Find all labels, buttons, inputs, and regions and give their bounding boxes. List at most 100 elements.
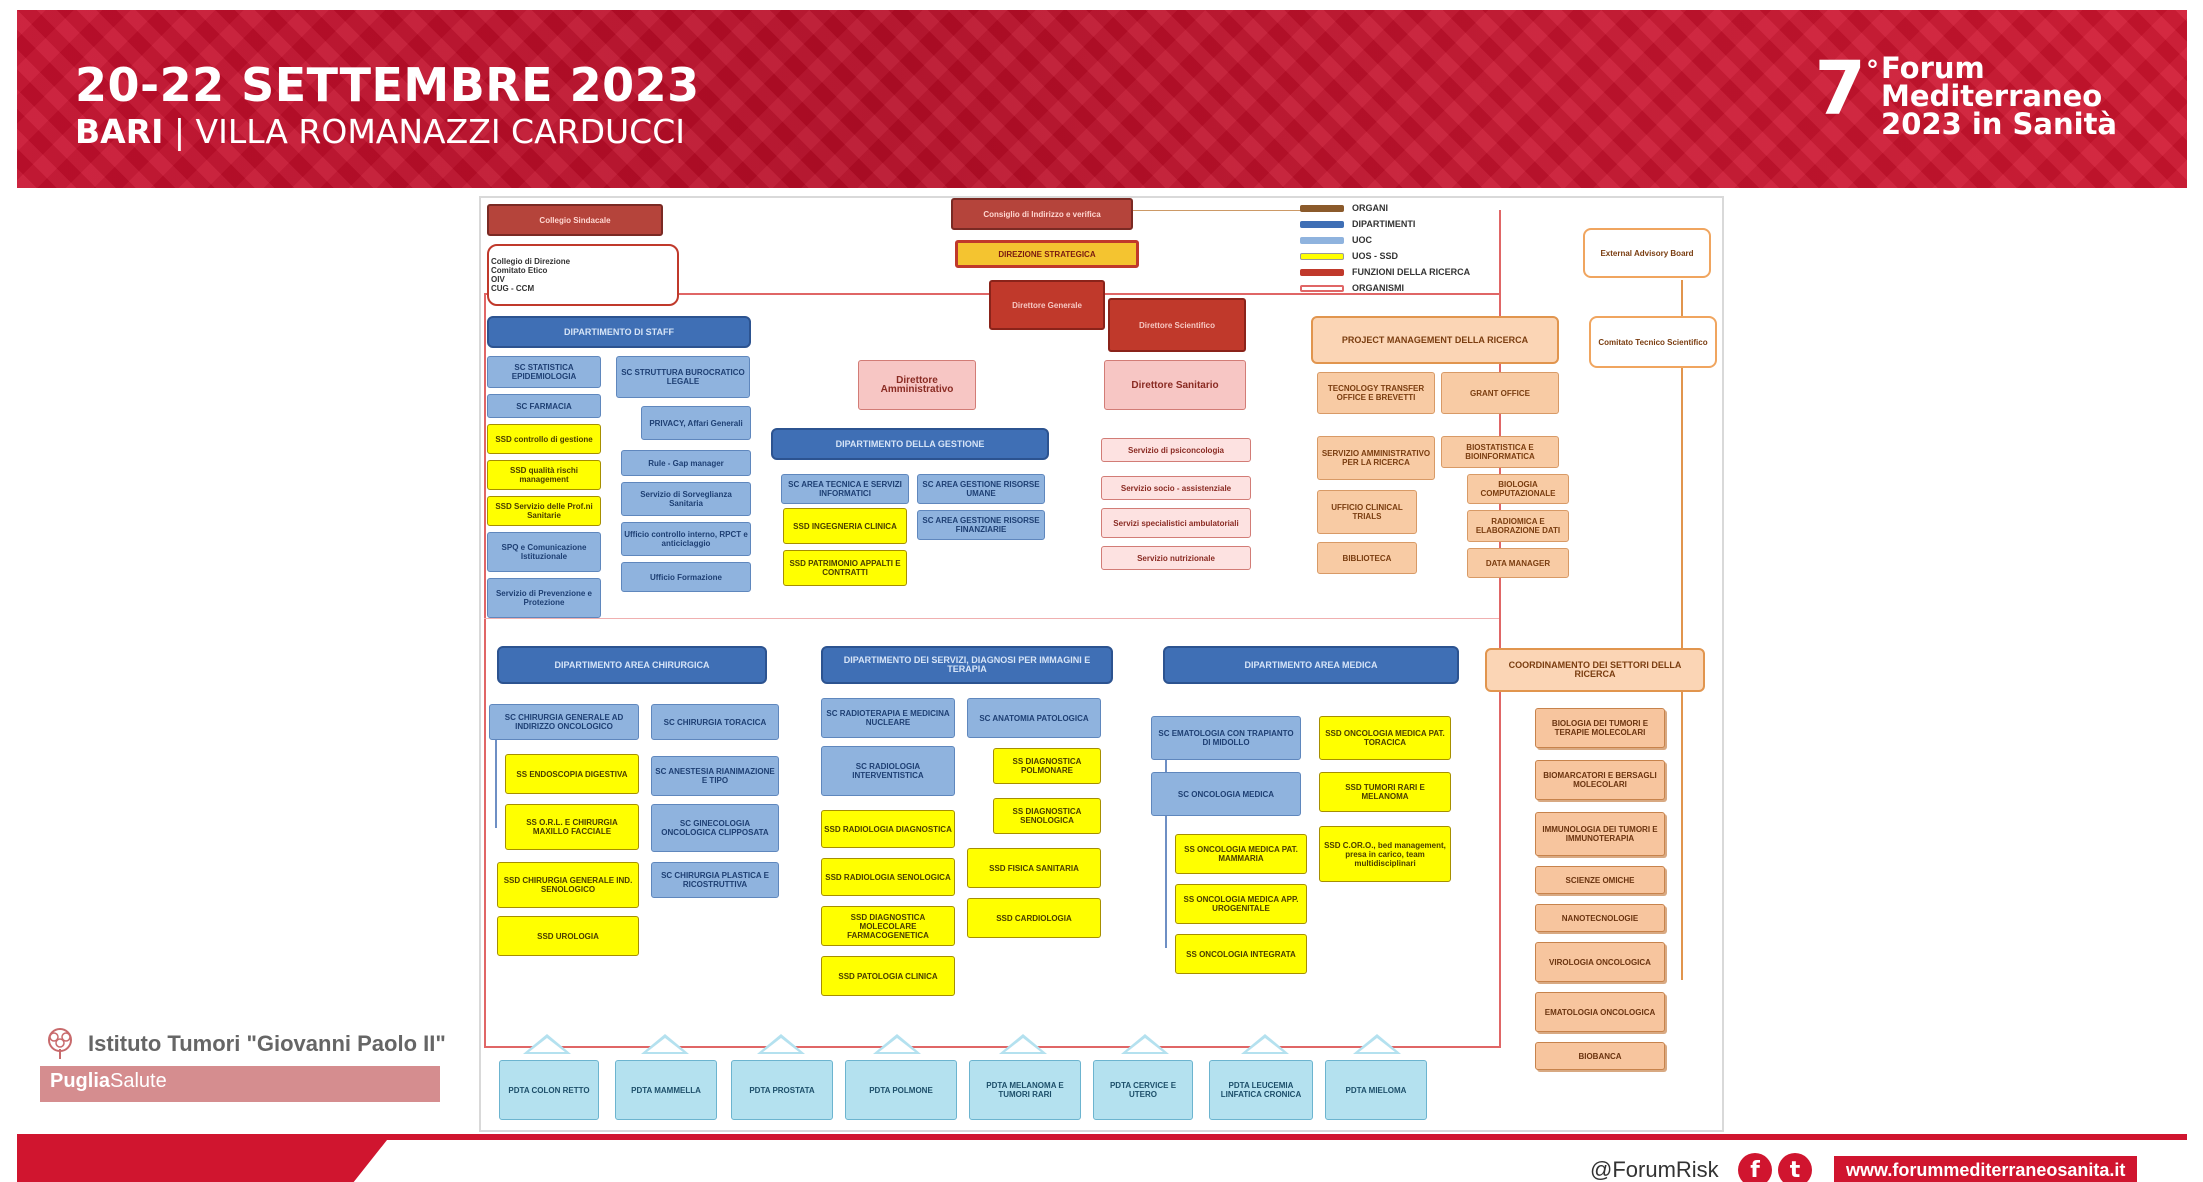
biblioteca: BIBLIOTECA <box>1317 542 1417 574</box>
servizio-amministrativo-ricerca: SERVIZIO AMMINISTRATIVO PER LA RICERCA <box>1317 436 1435 480</box>
tto-brevetti: TECNOLOGY TRANSFER OFFICE E BREVETTI <box>1317 372 1435 414</box>
staff-item: SSD qualità rischi management <box>487 460 601 490</box>
medica-item: SSD C.OR.O., bed management, presa in ca… <box>1319 826 1451 882</box>
grant-office: GRANT OFFICE <box>1441 372 1559 414</box>
chirurgica-item: SSD UROLOGIA <box>497 916 639 956</box>
chirurgica-item: SC GINECOLOGIA ONCOLOGICA CLIPPOSATA <box>651 804 779 852</box>
chirurgica-connector <box>495 728 497 828</box>
chirurgica-item: SC CHIRURGIA GENERALE AD INDIRIZZO ONCOL… <box>489 704 639 740</box>
servizi-item: SC RADIOLOGIA INTERVENTISTICA <box>821 746 955 796</box>
research-line-right <box>1681 280 1683 980</box>
legend-label: UOC <box>1352 235 1372 245</box>
servizi-item: SSD PATOLOGIA CLINICA <box>821 956 955 996</box>
consiglio-indirizzo: Consiglio di Indirizzo e verifica <box>951 198 1133 230</box>
region-name-rest: Salute <box>110 1070 167 1092</box>
gestione-item: SC AREA TECNICA E SERVIZI INFORMATICI <box>781 474 909 504</box>
pdta-marker <box>1121 1034 1169 1054</box>
legend-item: UOS - SSD <box>1300 248 1510 264</box>
servizi-item: SC RADIOTERAPIA E MEDICINA NUCLEARE <box>821 698 955 738</box>
ricerca-settore: BIOMARCATORI E BERSAGLI MOLECOLARI <box>1535 760 1665 800</box>
dipartimento-servizi: DIPARTIMENTO DEI SERVIZI, DIAGNOSI PER I… <box>821 646 1113 684</box>
clinical-trials: UFFICIO CLINICAL TRIALS <box>1317 490 1417 534</box>
medica-item: SS ONCOLOGIA MEDICA PAT. MAMMARIA <box>1175 834 1307 874</box>
servizi-item: SC ANATOMIA PATOLOGICA <box>967 698 1101 738</box>
ricerca-settore: VIROLOGIA ONCOLOGICA <box>1535 942 1665 982</box>
ricerca-settore: IMMUNOLOGIA DEI TUMORI E IMMUNOTERAPIA <box>1535 812 1665 856</box>
chirurgica-item: SS ENDOSCOPIA DIGESTIVA <box>505 754 639 794</box>
legend-item: ORGANISMI <box>1300 280 1510 296</box>
direttore-sanitario: Direttore Sanitario <box>1104 360 1246 410</box>
pdta-marker <box>873 1034 921 1054</box>
project-management-ricerca: PROJECT MANAGEMENT DELLA RICERCA <box>1311 316 1559 364</box>
forum-line-3: 2023 in Sanità <box>1881 107 2117 141</box>
chirurgica-item: SC ANESTESIA RIANIMAZIONE E TIPO <box>651 756 779 796</box>
direttore-amministrativo: Direttore Amministrativo <box>858 360 976 410</box>
gestione-item: SSD INGEGNERIA CLINICA <box>783 508 907 544</box>
tree-icon <box>48 1028 72 1059</box>
medica-item: SC ONCOLOGIA MEDICA <box>1151 772 1301 816</box>
pdta-item: PDTA CERVICE E UTERO <box>1093 1060 1193 1120</box>
ricerca-settore: BIOLOGIA DEI TUMORI E TERAPIE MOLECOLARI <box>1535 708 1665 748</box>
legend-item: DIPARTIMENTI <box>1300 216 1510 232</box>
staff-item: SSD Servizio delle Prof.ni Sanitarie <box>487 496 601 526</box>
legend-swatch <box>1300 252 1344 260</box>
forum-logo: 7 ° Forum Mediterraneo 2023 in Sanità <box>1814 46 2117 141</box>
pdta-marker <box>523 1034 571 1054</box>
pdta-marker <box>999 1034 1047 1054</box>
pdta-item: PDTA LEUCEMIA LINFATICA CRONICA <box>1209 1060 1313 1120</box>
event-venue: BARI | VILLA ROMANAZZI CARDUCCI <box>75 112 685 151</box>
footer-wedge <box>17 1140 387 1182</box>
frame-line-left <box>484 293 486 1048</box>
servizi-item: SSD RADIOLOGIA DIAGNOSTICA <box>821 810 955 848</box>
staff-item: Ufficio Formazione <box>621 562 751 592</box>
venue-name: VILLA ROMANAZZI CARDUCCI <box>195 112 685 151</box>
chirurgica-item: SC CHIRURGIA PLASTICA E RICOSTRUTTIVA <box>651 862 779 898</box>
medica-item: SC EMATOLOGIA CON TRAPIANTO DI MIDOLLO <box>1151 716 1301 760</box>
frame-line-right <box>1499 210 1501 1048</box>
legend-swatch <box>1300 268 1344 276</box>
servizi-item: SSD CARDIOLOGIA <box>967 898 1101 938</box>
social-handle[interactable]: @ForumRisk <box>1590 1157 1719 1182</box>
coordinamento-ricerca: COORDINAMENTO DEI SETTORI DELLA RICERCA <box>1485 648 1705 692</box>
servizi-item: SS DIAGNOSTICA POLMONARE <box>993 748 1101 784</box>
collegio-list: Collegio di Direzione Comitato Etico OIV… <box>487 244 679 306</box>
legend-label: UOS - SSD <box>1352 251 1399 261</box>
pdta-item: PDTA PROSTATA <box>731 1060 833 1120</box>
staff-item: SPQ e Comunicazione Istituzionale <box>487 532 601 572</box>
legend-label: ORGANI <box>1352 203 1388 213</box>
biologia-computazionale: BIOLOGIA COMPUTAZIONALE <box>1467 474 1569 504</box>
pdta-item: PDTA MELANOMA E TUMORI RARI <box>969 1060 1081 1120</box>
region-bar <box>40 1066 440 1102</box>
chirurgica-item: SC CHIRURGIA TORACICA <box>651 704 779 740</box>
legend-swatch <box>1300 204 1344 212</box>
region-name: PugliaSalute <box>50 1070 167 1093</box>
staff-item: PRIVACY, Affari Generali <box>641 406 751 440</box>
staff-item: SC STATISTICA EPIDEMIOLOGIA <box>487 356 601 388</box>
medica-item: SS ONCOLOGIA INTEGRATA <box>1175 934 1307 974</box>
chirurgica-item: SSD CHIRURGIA GENERALE IND. SENOLOGICO <box>497 862 639 908</box>
direttore-generale: Direttore Generale <box>989 280 1105 330</box>
website-link[interactable]: www.forummediterraneosanita.it <box>1834 1156 2138 1182</box>
legend: ORGANI DIPARTIMENTI UOC UOS - SSD FUNZIO… <box>1300 200 1510 296</box>
forum-edition-number: 7 <box>1814 46 1867 132</box>
legend-item: ORGANI <box>1300 200 1510 216</box>
forum-edition-degree: ° <box>1866 56 1880 86</box>
staff-item: Ufficio controllo interno, RPCT e antici… <box>621 522 751 556</box>
servizio-item: Servizio di psiconcologia <box>1101 438 1251 462</box>
pdta-marker <box>1241 1034 1289 1054</box>
gestione-item: SSD PATRIMONIO APPALTI E CONTRATTI <box>783 550 907 586</box>
legend-item: UOC <box>1300 232 1510 248</box>
twitter-icon[interactable]: t <box>1778 1153 1812 1182</box>
data-manager: DATA MANAGER <box>1467 548 1569 578</box>
institute-logo: Istituto Tumori "Giovanni Paolo II" <box>40 1027 446 1061</box>
servizio-item: Servizio nutrizionale <box>1101 546 1251 570</box>
staff-item: Servizio di Prevenzione e Protezione <box>487 578 601 618</box>
facebook-icon[interactable]: f <box>1738 1153 1772 1182</box>
legend-swatch <box>1300 236 1344 244</box>
medica-connector <box>1165 758 1167 948</box>
frame-line-bottom <box>484 1046 1499 1048</box>
pdta-marker <box>1353 1034 1401 1054</box>
collegio-sindacale: Collegio Sindacale <box>487 204 663 236</box>
comitato-tecnico-scientifico: Comitato Tecnico Scientifico <box>1589 316 1717 368</box>
legend-swatch <box>1300 284 1344 292</box>
